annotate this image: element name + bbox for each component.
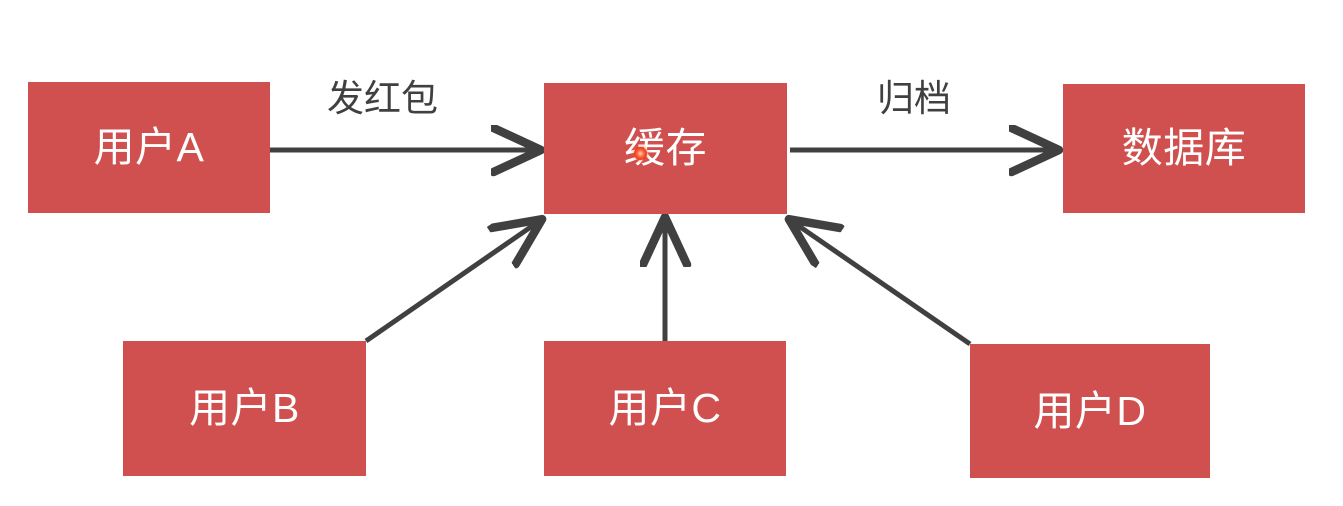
node-user-b-label: 用户B: [189, 385, 300, 431]
edge-label-send-red-packet: 发红包: [327, 78, 438, 119]
node-user-c[interactable]: 用户C: [544, 341, 786, 476]
node-user-c-label: 用户C: [608, 385, 722, 431]
node-user-d-label: 用户D: [1033, 387, 1147, 434]
edge-user-d-to-cache: [793, 222, 972, 347]
node-user-a-label: 用户A: [93, 124, 205, 170]
node-user-a[interactable]: 用户A: [28, 82, 270, 213]
node-user-d[interactable]: 用户D: [970, 344, 1210, 478]
node-database-label: 数据库: [1121, 125, 1247, 171]
node-user-b[interactable]: 用户B: [123, 341, 366, 476]
edge-label-archive: 归档: [877, 78, 951, 119]
click-marker-icon: [634, 147, 647, 160]
node-database[interactable]: 数据库: [1063, 84, 1305, 213]
node-cache[interactable]: 缓存: [544, 83, 787, 214]
edge-user-b-to-cache: [364, 222, 538, 344]
